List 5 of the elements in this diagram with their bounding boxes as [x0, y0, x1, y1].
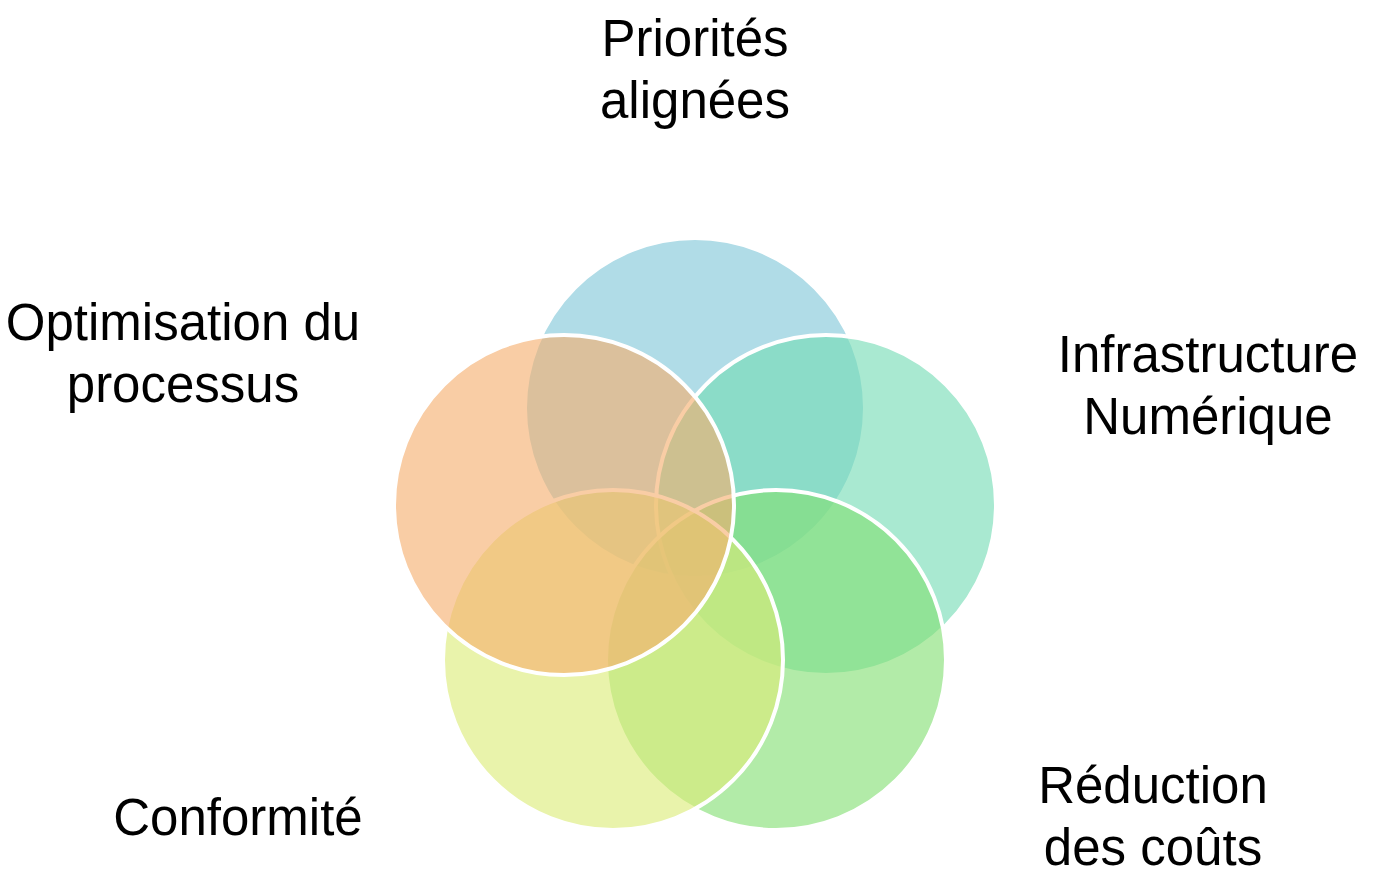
circle-label: Priorités alignées	[599, 9, 791, 131]
circle-label: Réduction des coûts	[1037, 756, 1269, 872]
circle-label: Optimisation du processus	[4, 293, 362, 415]
circle-label: Conformité	[112, 788, 364, 848]
circle-label: Infrastructure Numérique	[1056, 325, 1360, 447]
